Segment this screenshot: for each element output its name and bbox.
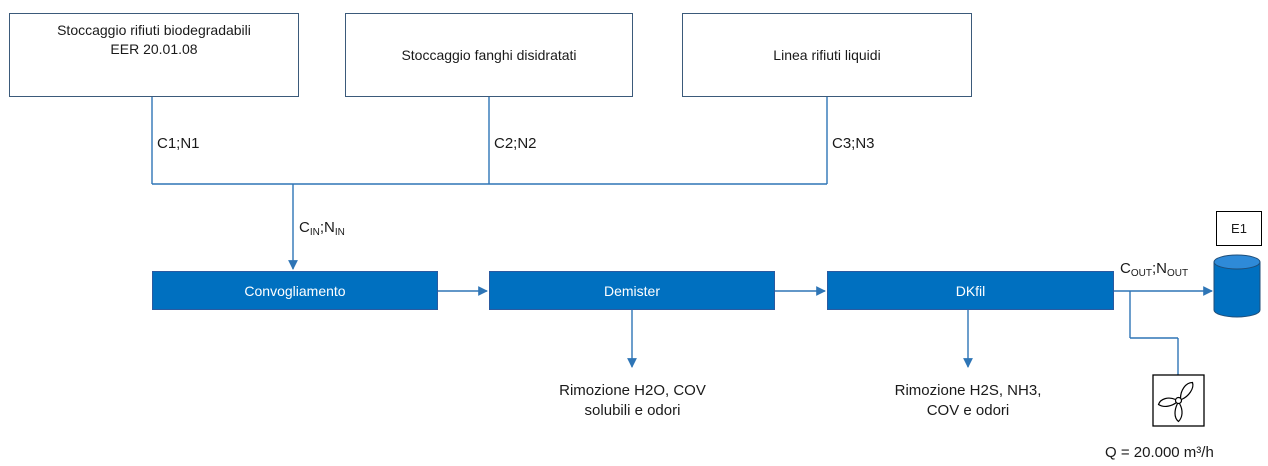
- process-dkfil: DKfil: [827, 271, 1114, 310]
- removal-output-demister: Rimozione H2O, COV solubili e odori: [559, 382, 706, 419]
- outlet-concentration-label: COUT;NOUT: [1120, 260, 1189, 279]
- branch-label: C3;N3: [832, 135, 875, 152]
- source-code: EER 20.01.08: [110, 41, 198, 57]
- inlet-concentration-label: CIN;NIN: [299, 219, 345, 238]
- source-box-sludge: Stoccaggio fanghi disidratati: [345, 13, 633, 97]
- chimney-icon: [1213, 254, 1261, 318]
- source-label: Stoccaggio fanghi disidratati: [401, 46, 577, 63]
- source-box-biodegradable: Stoccaggio rifiuti biodegradabili EER 20…: [9, 13, 299, 97]
- removal-output-dkfil: Rimozione H2S, NH3, COV e odori: [894, 382, 1042, 419]
- fan-icon: [1152, 374, 1205, 427]
- process-convogliamento: Convogliamento: [152, 271, 438, 310]
- source-box-liquid: Linea rifiuti liquidi: [682, 13, 972, 97]
- emission-point-label: E1: [1216, 211, 1262, 246]
- source-label: Linea rifiuti liquidi: [773, 46, 881, 63]
- branch-label: C1;N1: [157, 135, 200, 152]
- source-label: Stoccaggio rifiuti biodegradabili: [57, 22, 251, 38]
- branch-label: C2;N2: [494, 135, 537, 152]
- process-demister: Demister: [489, 271, 775, 310]
- flow-rate-label: Q = 20.000 m³/h: [1105, 444, 1214, 461]
